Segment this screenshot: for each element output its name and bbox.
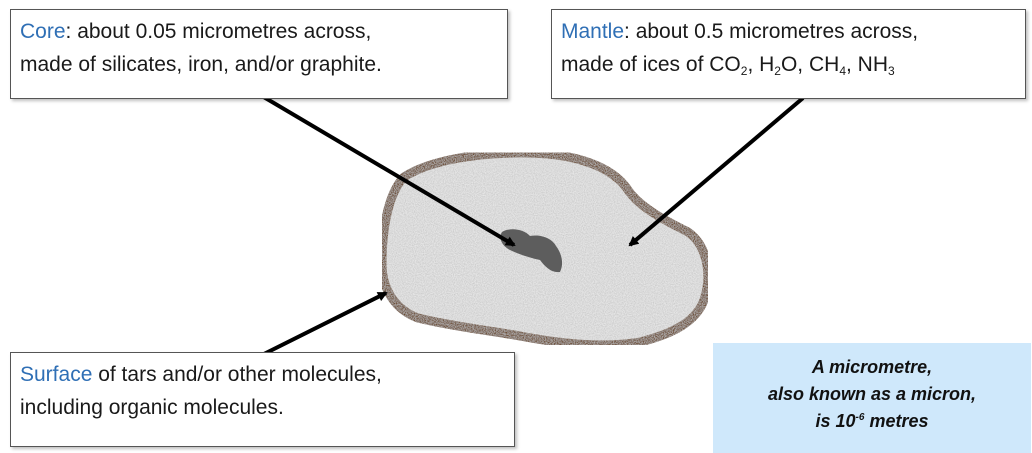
mantle-label-box: Mantle: about 0.5 micrometres across, ma… <box>551 9 1026 99</box>
core-label-box: Core: about 0.05 micrometres across, mad… <box>10 9 508 99</box>
surface-arrow <box>254 293 386 359</box>
nh3-subscript: 3 <box>888 64 895 78</box>
mantle-description-1: : about 0.5 micrometres across, <box>624 20 918 43</box>
surface-keyword: Surface <box>20 363 92 386</box>
mantle-keyword: Mantle <box>561 20 624 43</box>
mantle-sep-1: , H <box>747 53 774 76</box>
micrometre-note: A micrometre, also known as a micron, is… <box>713 343 1031 453</box>
mantle-ices-text: made of ices of CO <box>561 53 741 76</box>
note-line-1: A micrometre, <box>713 354 1031 381</box>
mantle-label-line1: Mantle: about 0.5 micrometres across, <box>561 15 1017 48</box>
ch4-subscript: 4 <box>839 64 846 78</box>
core-description-2: made of silicates, iron, and/or graphite… <box>20 48 499 81</box>
mantle-description-2: made of ices of CO2, H2O, CH4, NH3 <box>561 48 1017 81</box>
mantle-arrow <box>630 98 803 245</box>
surface-label-box: Surface of tars and/or other molecules, … <box>10 352 515 447</box>
mantle-sep-2: O, CH <box>781 53 839 76</box>
core-description-1: : about 0.05 micrometres across, <box>66 20 372 43</box>
note-line-3: is 10-6 metres <box>713 408 1031 435</box>
surface-description-1: of tars and/or other molecules, <box>92 363 381 386</box>
core-label-line1: Core: about 0.05 micrometres across, <box>20 15 499 48</box>
note-line-3-prefix: is 10 <box>816 411 856 431</box>
surface-label-line1: Surface of tars and/or other molecules, <box>20 358 506 391</box>
note-line-3-suffix: metres <box>864 411 928 431</box>
note-line-2: also known as a micron, <box>713 381 1031 408</box>
h2o-subscript: 2 <box>774 64 781 78</box>
surface-description-2: including organic molecules. <box>20 391 506 424</box>
mantle-sep-3: , NH <box>846 53 888 76</box>
core-keyword: Core <box>20 20 66 43</box>
